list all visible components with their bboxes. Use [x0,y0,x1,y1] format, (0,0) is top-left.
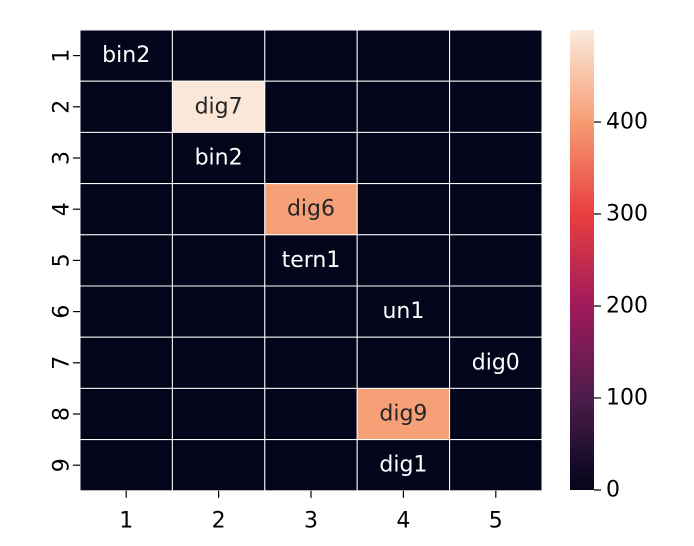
heatmap-cell [356,183,451,236]
colorbar-tick-label: 100 [606,386,648,411]
colorbar-tick-label: 300 [606,202,648,227]
heatmap-cell [171,336,266,389]
cell-annotation: dig7 [195,94,243,119]
heatmap-cell [264,131,358,185]
heatmap-cell [79,183,173,236]
heatmap-cell [79,439,173,492]
cell-annotation: dig9 [379,402,427,427]
heatmap-cell [264,336,358,389]
heatmap-cell [79,80,173,133]
heatmap-cell [171,285,266,338]
x-tick-label: 4 [396,508,410,533]
heatmap-cell [79,131,173,185]
heatmap-cell [449,285,543,338]
heatmap-cell [449,439,543,492]
colorbar-tick-label: 0 [606,478,620,503]
heatmap-cell [264,183,358,236]
y-axis: 1 2 3 4 5 6 7 8 9 [50,49,80,472]
heatmap-plot-area: bin2 dig7 bin2 dig6 tern1 un1 dig0 dig9 dig1 [79,29,543,492]
y-tick-label: 4 [50,202,75,216]
y-tick-label: 3 [50,151,75,165]
heatmap-cell [171,183,266,236]
y-tick-label: 9 [50,458,75,472]
heatmap-cell [356,80,451,133]
cell-annotation: tern1 [282,248,341,273]
cell-annotation: bin2 [195,146,243,171]
heatmap-cell [264,29,358,82]
x-axis: 1 2 3 4 5 [119,490,503,533]
colorbar-gradient [570,30,594,490]
heatmap-cell [79,387,173,441]
y-tick-label: 8 [50,407,75,421]
heatmap-cell [79,29,173,82]
x-tick-label: 5 [489,508,503,533]
y-tick-label: 2 [50,100,75,114]
y-tick-label: 1 [50,49,75,63]
cell-annotation: dig0 [472,350,520,375]
heatmap-cell [356,131,451,185]
cell-annotation: bin2 [102,43,150,68]
heatmap-cell [171,387,266,441]
heatmap-cell [449,234,543,287]
cell-annotation: dig1 [379,453,427,478]
cell-annotation: dig6 [287,197,335,222]
y-tick-label: 5 [50,253,75,267]
heatmap-cell [356,336,451,389]
heatmap-cell [171,80,266,133]
heatmap-cell [356,387,451,441]
heatmap-cell [79,234,173,287]
heatmap-cell [171,439,266,492]
heatmap-cell [449,80,543,133]
heatmap-cell [171,234,266,287]
y-tick-label: 7 [50,356,75,370]
heatmap-cell [356,29,451,82]
heatmap-cell [264,80,358,133]
x-tick-label: 1 [119,508,133,533]
heatmap-cell [79,336,173,389]
x-tick-label: 3 [304,508,318,533]
heatmap-cell [449,131,543,185]
heatmap-cell [264,439,358,492]
heatmap-cell [449,183,543,236]
heatmap-cell [449,29,543,82]
heatmap-cell [171,29,266,82]
colorbar-tick-label: 200 [606,294,648,319]
heatmap-cell [264,285,358,338]
x-tick-label: 2 [212,508,226,533]
colorbar-tick-label: 400 [606,110,648,135]
colorbar: 0 100 200 300 400 [570,30,648,503]
heatmap-cell [171,131,266,185]
cell-annotation: un1 [382,299,424,324]
y-tick-label: 6 [50,305,75,319]
heatmap-cell [264,387,358,441]
heatmap-cell [449,387,543,441]
heatmap-cell [356,285,451,338]
heatmap-cell [79,285,173,338]
heatmap-cell [356,234,451,287]
